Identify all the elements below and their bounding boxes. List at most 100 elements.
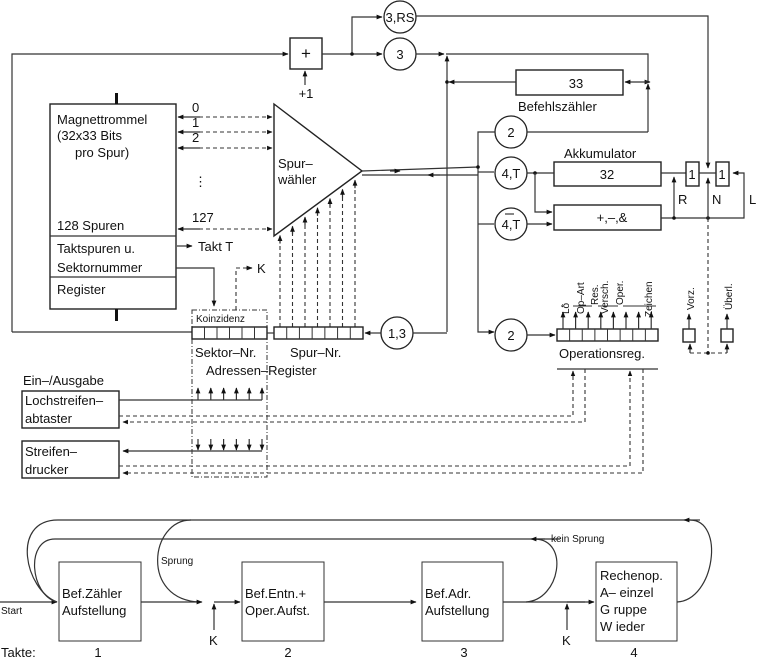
- takte-label: Takte:: [1, 645, 36, 659]
- flipflop-r: [685, 161, 700, 187]
- step-3-label: Bef.Adr.: [425, 586, 471, 601]
- track-127-label: 127: [192, 210, 214, 225]
- address-register-label: Adressen–Register: [206, 363, 317, 378]
- gate-3-label: 3: [396, 47, 403, 62]
- track-selector-label: Spur–: [278, 156, 313, 171]
- alu-box: [553, 204, 662, 231]
- alu-loop-wire: [661, 170, 745, 219]
- op-field-op-art: Op–Art: [576, 282, 587, 314]
- flipflop-n-value: 1: [718, 167, 725, 182]
- k1-label: K: [209, 633, 218, 648]
- takt-3: 3: [460, 645, 467, 659]
- vorz-label: Vorz.: [686, 287, 697, 310]
- sector-to-coincidence-wire: [176, 267, 217, 307]
- drum-sector: Sektornummer: [57, 260, 143, 275]
- control-flow: Start K Sprung kein Sprung K Bef.Zähler …: [0, 517, 712, 659]
- l-label: L: [749, 192, 756, 207]
- k-signal-label: K: [257, 261, 266, 276]
- step-4-box: [595, 561, 678, 642]
- step-4-label-2: A– einzel: [600, 585, 654, 600]
- n-label: N: [712, 192, 721, 207]
- step-4-label-4: W ieder: [600, 619, 645, 634]
- takt-2: 2: [284, 645, 291, 659]
- sector-number-label: Sektor–Nr.: [195, 345, 256, 360]
- track-2-label: 2: [192, 130, 199, 145]
- track-0-label: 0: [192, 100, 199, 115]
- step-3-label-2: Aufstellung: [425, 603, 489, 618]
- op-field-loe: Lö: [561, 302, 572, 314]
- io-heading: Ein–/Ausgabe: [23, 373, 104, 388]
- drum-tracks: 128 Spuren: [57, 218, 124, 233]
- drum-title: Magnettrommel: [57, 112, 147, 127]
- magnetic-drum: [49, 103, 177, 310]
- tape-printer-label: Streifen–: [25, 444, 78, 459]
- op-field-oper: Oper.: [615, 281, 626, 305]
- tape-reader-label-2: abtaster: [25, 411, 73, 426]
- akkumulator-value: 32: [600, 167, 614, 182]
- data-bus-wire: [477, 131, 495, 335]
- akkumulator-label: Akkumulator: [564, 146, 637, 161]
- ueberl-bit: [720, 328, 734, 343]
- coincidence-label: Koinzidenz: [196, 314, 245, 325]
- step-4-label-3: G ruppe: [600, 602, 647, 617]
- befehlszaehler-value: 33: [569, 76, 583, 91]
- step-4-label: Rechenop.: [600, 568, 663, 583]
- takt-4: 4: [630, 645, 637, 659]
- op-field-res: Res.: [590, 284, 601, 305]
- tape-reader: [21, 390, 120, 429]
- tape-reader-label: Lochstreifen–: [25, 393, 104, 408]
- track-number-register: [273, 326, 364, 340]
- ueberl-label: Überl.: [723, 283, 735, 310]
- gate-1-3-label: 1,3: [388, 326, 406, 341]
- counter-loop-wire: [11, 51, 289, 332]
- coincidence-k-wire: [235, 267, 248, 310]
- gate-4tbar-label: 4,T: [502, 217, 521, 232]
- track-selector: [273, 102, 364, 238]
- tape-printer-label-2: drucker: [25, 462, 69, 477]
- junction-dot: [350, 52, 354, 56]
- step-1-label: Bef.Zähler: [62, 586, 123, 601]
- 3rs-to-n-wire: [416, 15, 711, 169]
- adder-to-3rs-wire: [322, 14, 383, 55]
- selector-out-wire: [361, 166, 479, 172]
- step-1-box: [58, 561, 142, 642]
- kein-sprung-label: kein Sprung: [551, 534, 604, 545]
- alu-ops: +,–,&: [597, 210, 628, 225]
- track-number-label: Spur–Nr.: [290, 345, 341, 360]
- operations-register-label: Operationsreg.: [559, 346, 645, 361]
- operations-register: [556, 328, 659, 342]
- step-2-label: Bef.Entn.+: [245, 586, 306, 601]
- adder-symbol: +: [301, 44, 311, 63]
- gate-2-top-label: 2: [507, 125, 514, 140]
- track-ellipsis: ⋮: [194, 174, 207, 189]
- coincidence-region: [191, 309, 268, 478]
- step-2-box: [241, 561, 325, 642]
- gate3-to-counter-wire: [446, 53, 649, 82]
- drum-title-3: pro Spur): [75, 145, 129, 160]
- gate-3rs-label: 3,RS: [386, 10, 415, 25]
- gate-4t-label: 4,T: [502, 166, 521, 181]
- step-2-label-2: Oper.Aufst.: [245, 603, 310, 618]
- k2-label: K: [562, 633, 571, 648]
- gate-2-bottom-label: 2: [507, 328, 514, 343]
- sprung-label: Sprung: [161, 556, 193, 567]
- step-1-label-2: Aufstellung: [62, 603, 126, 618]
- drum-register: Register: [57, 282, 106, 297]
- reader-control-wire: [119, 370, 576, 417]
- flipflop-r-value: 1: [688, 167, 695, 182]
- track-selector-label-2: wähler: [277, 172, 317, 187]
- takt-t-label: Takt T: [198, 239, 233, 254]
- drum-title-2: (32x33 Bits: [57, 128, 123, 143]
- start-label: Start: [1, 606, 22, 617]
- reader-response-wire: [122, 369, 586, 425]
- plus-one-label: +1: [299, 86, 314, 101]
- op-field-zeichen: Zeichen: [644, 281, 655, 317]
- vorz-bit: [682, 328, 696, 343]
- tape-printer: [21, 440, 120, 479]
- sector-number-register: [191, 326, 268, 340]
- r-label: R: [678, 192, 687, 207]
- printer-control-wire: [119, 370, 633, 467]
- gate-3rs: [383, 0, 417, 34]
- step-3-box: [421, 561, 504, 642]
